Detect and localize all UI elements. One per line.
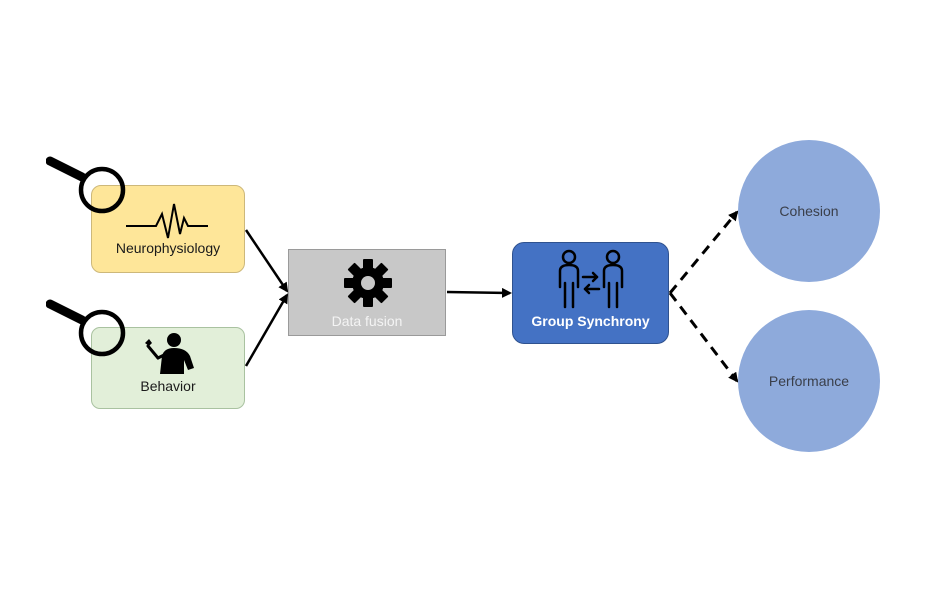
edge-behavior-to-data-fusion bbox=[244, 293, 289, 367]
neurophysiology-label: Neurophysiology bbox=[115, 240, 221, 256]
performance-label: Performance bbox=[768, 373, 850, 389]
data-fusion-label: Data fusion bbox=[331, 313, 403, 329]
edge-group-synchrony-to-performance bbox=[668, 292, 739, 383]
gear-icon bbox=[344, 259, 392, 307]
performance-node: Performance bbox=[738, 310, 880, 452]
magnifying-glass-icon bbox=[46, 299, 126, 357]
edge-neurophysiology-to-data-fusion bbox=[244, 229, 289, 293]
group-synchrony-label: Group Synchrony bbox=[531, 313, 650, 329]
behavior-node: Behavior bbox=[91, 327, 245, 409]
data-fusion-node: Data fusion bbox=[288, 249, 446, 336]
neurophysiology-node: Neurophysiology bbox=[91, 185, 245, 273]
heartbeat-waveform-icon bbox=[126, 203, 208, 239]
person-with-wrench-icon bbox=[145, 333, 194, 374]
people-exchange-icon bbox=[558, 249, 624, 309]
edge-data-fusion-to-group-synchrony bbox=[446, 287, 512, 298]
magnifying-glass-icon bbox=[46, 156, 126, 214]
group-synchrony-node: Group Synchrony bbox=[512, 242, 669, 344]
cohesion-label: Cohesion bbox=[779, 203, 839, 219]
cohesion-node: Cohesion bbox=[738, 140, 880, 282]
edge-group-synchrony-to-cohesion bbox=[668, 210, 739, 294]
behavior-label: Behavior bbox=[140, 378, 196, 394]
